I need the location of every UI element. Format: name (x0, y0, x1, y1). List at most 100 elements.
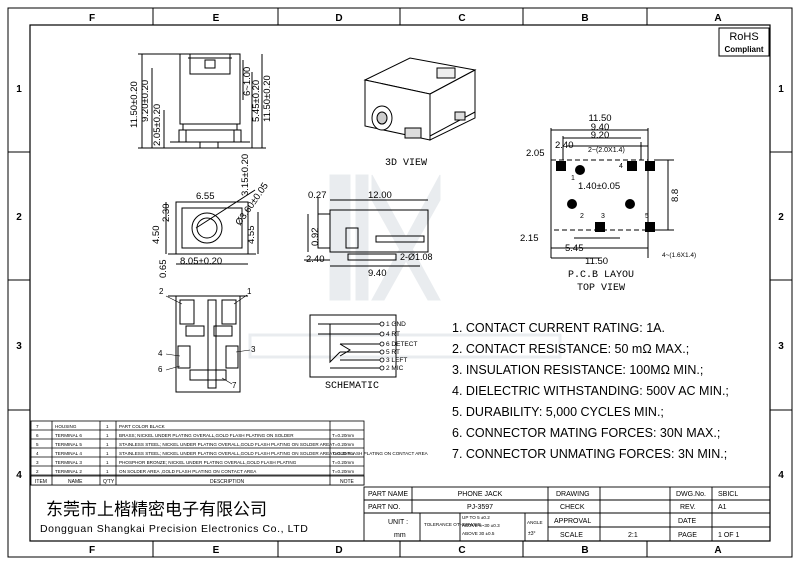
front-dim: 9.20±0.20 (140, 80, 151, 122)
spec-line: 2. CONTACT RESISTANCE: 50 mΩ MAX.; (452, 342, 689, 356)
front-dim: 5.45±0.20 (251, 80, 262, 122)
col-label: C (458, 545, 465, 556)
row-label: 1 (16, 84, 22, 95)
bom-cell: 1 (106, 442, 109, 447)
bom-cell: PART COLOR BLACK (119, 424, 166, 429)
bom-cell: BRASS; NICKEL UNDER PLATING OVERALL,GOLD… (119, 433, 294, 438)
spec-line: 4. DIELECTRIC WITHSTANDING: 500V AC MIN.… (452, 384, 729, 398)
pcb-dim: 9.40 (591, 122, 610, 133)
tolerance-label: TOLERANCE OTHERWISE (424, 522, 481, 527)
front-dim: 2.05±0.20 (152, 104, 163, 146)
top-dim: 0.27 (308, 190, 327, 201)
iso-view (363, 57, 477, 141)
bom-cell: 5 (36, 442, 39, 447)
dwg-no-label: DWG.No. (676, 491, 706, 498)
approval-label: APPROVAL (554, 518, 591, 525)
row-label: 1 (778, 84, 784, 95)
bottom-callout: 6 (158, 365, 163, 374)
bottom-callout: 2 (159, 287, 164, 296)
bom-cell: 3 (36, 460, 39, 465)
company-name-cn: 东莞市上楷精密电子有限公司 (46, 500, 267, 519)
bom-cell: 7 (36, 424, 39, 429)
bom-cell: TERMINAL 5 (55, 442, 82, 447)
bom-cell: STAINLESS STEEL; NICKEL UNDER PLATING OV… (119, 442, 333, 447)
col-label: A (714, 13, 721, 24)
rohs-subtitle: Compliant (724, 45, 763, 54)
bom-cell: T=0.20mm (332, 433, 354, 438)
rev-value: A1 (718, 504, 727, 511)
bom-cell: 4 (36, 451, 39, 456)
page-value: 1 OF 1 (718, 532, 740, 539)
front-dim: 6~1.00 (242, 67, 253, 96)
part-name-label: PART NAME (368, 491, 408, 498)
bom-cell: 6 (36, 433, 39, 438)
bom-cell: TERMINAL 3 (55, 460, 82, 465)
bom-cell: TERMINAL 4 (55, 451, 82, 456)
bom-header-cell: Q'TY (103, 479, 115, 485)
bom-header-cell: ITEM (35, 479, 47, 485)
part-name-value: PHONE JACK (458, 491, 503, 498)
schematic (309, 314, 397, 378)
pcb-dim: 11.50 (588, 113, 611, 124)
scale-label: SCALE (560, 532, 583, 539)
pcb-hole-callout: 2~(2.0X1.4) (588, 147, 625, 154)
bom-cell: 2 (36, 469, 39, 474)
row-label: 4 (16, 470, 22, 481)
schematic-pin: 6 DETECT (386, 341, 417, 348)
bottom-callout: 1 (247, 287, 252, 296)
spec-line: 1. CONTACT CURRENT RATING: 1A. (452, 321, 665, 335)
col-label: E (213, 13, 220, 24)
side-dim: 2.30 (161, 204, 172, 223)
schematic-pads (379, 321, 385, 371)
tolerance-row: ABOVE 30 ±0.5 (462, 531, 495, 536)
bom-cell: PHOSPHOR BRONZE; NICKEL UNDER PLATING OV… (119, 460, 297, 465)
angle-label: ANGLE (527, 520, 543, 525)
pcb-pin-number: 1 (571, 175, 575, 182)
pcb-layout (550, 128, 674, 259)
row-label: 4 (778, 470, 784, 481)
bottom-view (168, 295, 248, 393)
schematic-pin: 3 LEFT (386, 357, 407, 364)
title-block (363, 486, 771, 542)
bottom-callout: 3 (251, 345, 256, 354)
spec-line: 6. CONNECTOR MATING FORCES: 30N MAX.; (452, 426, 720, 440)
row-label: 2 (778, 212, 784, 223)
pcb-dim: 2.40 (555, 140, 574, 151)
pcb-subtitle: TOP VIEW (577, 283, 625, 294)
side-dim: 8.05±0.20 (180, 256, 222, 267)
pcb-dim: 2.05 (526, 148, 545, 159)
side-view (165, 189, 259, 265)
bom-header (30, 475, 365, 486)
bom-header-cell: DESCRIPTION (210, 479, 245, 485)
top-dim: 2.40 (306, 254, 325, 265)
top-dim: 12.00 (368, 190, 392, 201)
iso-view-label: 3D VIEW (385, 158, 427, 169)
side-dim: 4.55 (246, 226, 257, 245)
front-dim: 11.50±0.20 (262, 75, 273, 122)
col-label: E (213, 545, 220, 556)
tolerance-row: UP TO 5 ±0.2 (462, 515, 490, 520)
pcb-pin-number: 2 (580, 213, 584, 220)
top-dim: 2-Ø1.08 (400, 252, 433, 262)
bom-cell: 1 (106, 424, 109, 429)
col-label: F (89, 545, 95, 556)
side-dim: 3.15±0.20 (240, 154, 251, 196)
scale-value: 2:1 (628, 532, 638, 539)
bom-cell: T=0.20mm (332, 469, 354, 474)
bom-cell: 1 (106, 469, 109, 474)
rohs-badge: RoHS Compliant (718, 27, 770, 57)
bom-cell: T=0.20mm (332, 442, 354, 447)
bom-cell: ON SOLDER AREA ,GOLD FLASH PLATING ON CO… (119, 469, 257, 474)
top-dim: 9.40 (368, 268, 387, 279)
top-dim: 0.92 (310, 228, 321, 247)
date-label: DATE (678, 518, 696, 525)
check-label: CHECK (560, 504, 585, 511)
pcb-dim: 5.45 (565, 243, 584, 254)
bom-cell: TERMINAL 6 (55, 433, 82, 438)
pcb-title: P.C.B LAYOU (568, 270, 634, 281)
tolerance-row: ABOVE 5~30 ±0.3 (462, 523, 500, 528)
col-label: B (581, 545, 588, 556)
top-view (304, 198, 429, 267)
side-dim: 6.55 (196, 191, 215, 202)
schematic-label: SCHEMATIC (325, 381, 379, 392)
